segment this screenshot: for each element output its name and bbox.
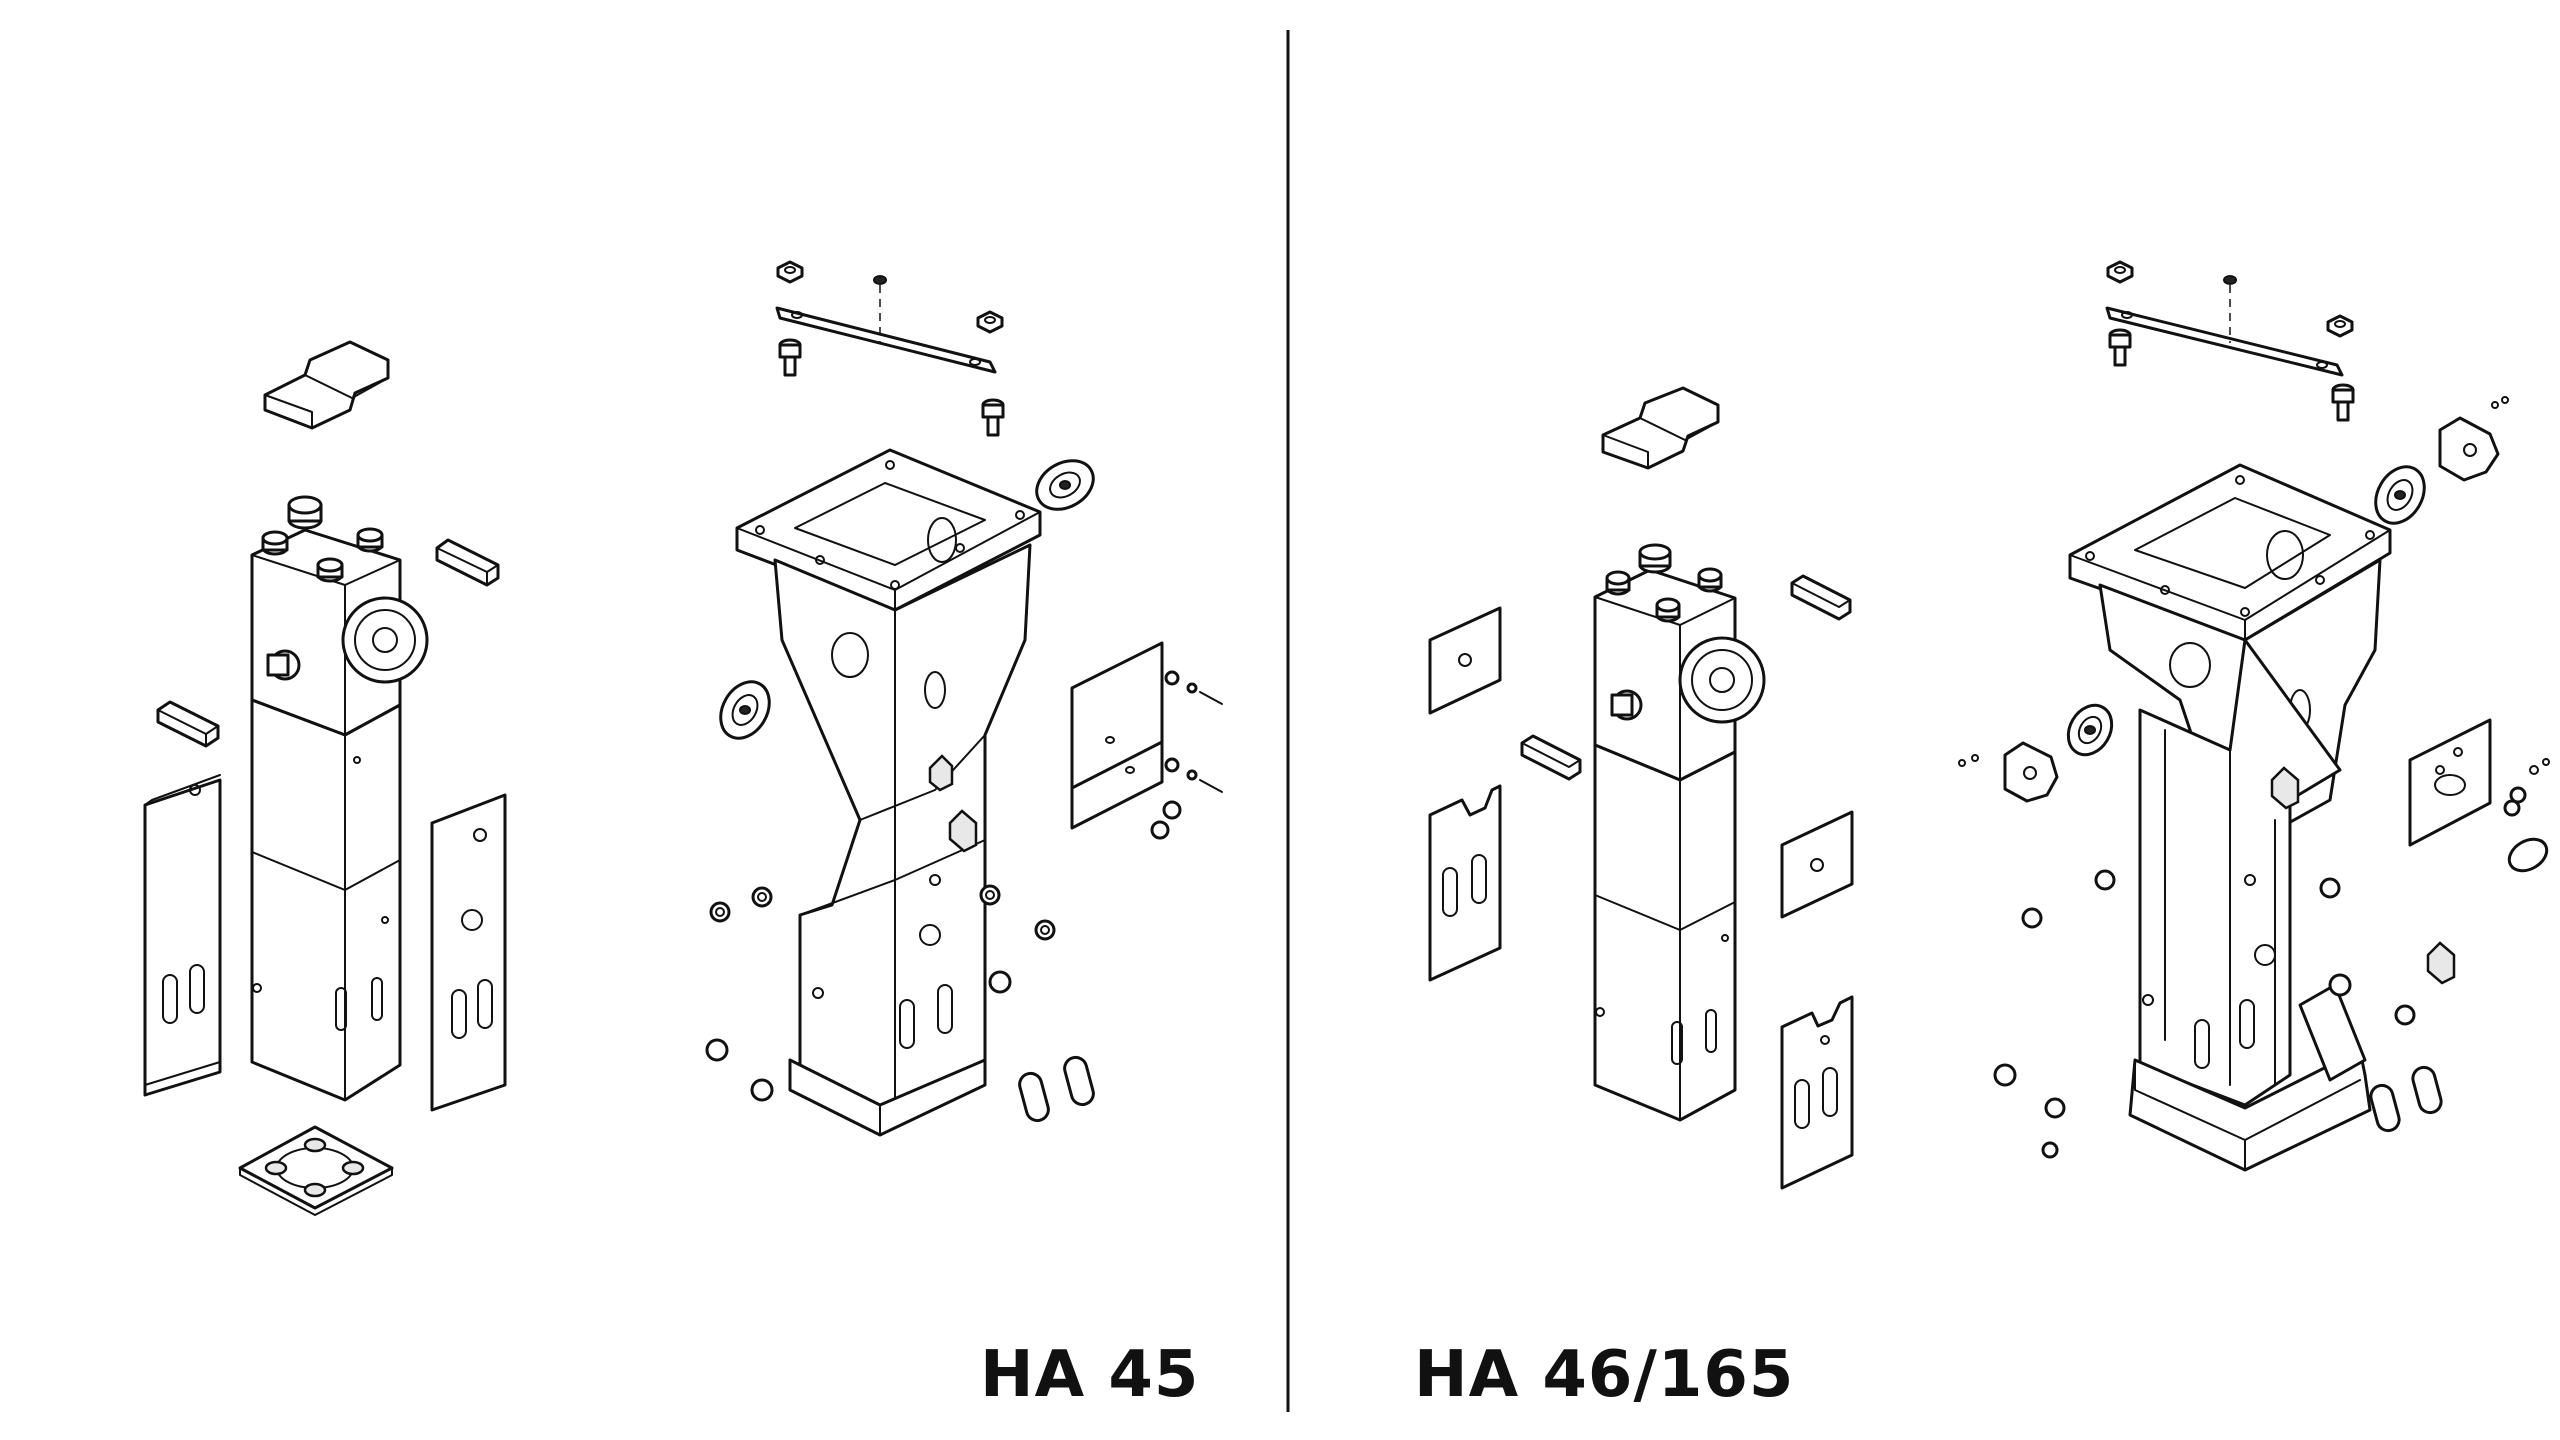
model-label-ha46-165: HA 46/165 (1414, 1338, 1795, 1412)
side-cover-plate (1070, 641, 1223, 840)
right-side-plate-right (1780, 995, 1854, 1190)
top-mounting-hardware-right (2105, 260, 2355, 422)
oval-pads-right (2369, 1065, 2443, 1133)
side-cover-plate-right (2408, 718, 2550, 873)
model-label-ha45: HA 45 (980, 1338, 1200, 1412)
left-side-plate-right (1428, 784, 1502, 982)
bottom-cushion-plate (238, 1125, 394, 1216)
oval-pads (1018, 1055, 1095, 1123)
top-buffer-block-right (1601, 386, 1720, 470)
housing-bracket (735, 448, 1042, 1137)
top-washer-right (2374, 465, 2426, 525)
top-mounting-hardware (775, 260, 1005, 437)
bushings-right-group (1993, 869, 2456, 1159)
housing-bracket-right (2068, 463, 2392, 1172)
key-block-left (156, 700, 220, 748)
square-plate-left (1428, 606, 1502, 715)
clamp-left (1958, 741, 2059, 803)
ha46-assembly (1428, 260, 2550, 1190)
bushings-right (979, 884, 1056, 994)
square-plate-right (1780, 810, 1854, 919)
top-buffer-block (263, 340, 390, 430)
top-right-washer (1035, 459, 1095, 511)
ha45-assembly (143, 260, 1223, 1216)
hammer-body (250, 495, 429, 1102)
right-side-plate (430, 793, 507, 1112)
key-block-right-top (1790, 574, 1852, 621)
left-side-plate (143, 774, 222, 1097)
key-block-right-left (1520, 734, 1582, 781)
left-washer-right (2066, 703, 2114, 757)
key-block-top-right (435, 538, 500, 587)
clamp-top-right (2438, 396, 2509, 482)
left-washer (719, 680, 771, 740)
hammer-body-right (1593, 543, 1766, 1122)
bushings-left (705, 886, 774, 1102)
